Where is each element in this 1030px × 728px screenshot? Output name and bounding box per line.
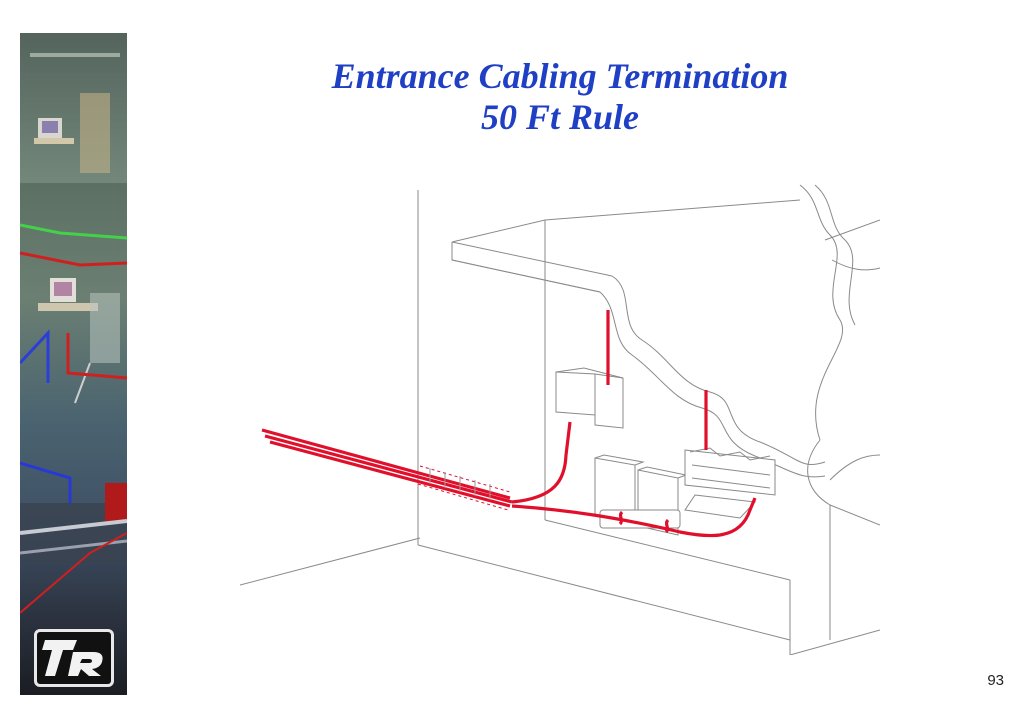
wall-cabinet-top (555, 367, 624, 379)
entrance-cabling-diagram (240, 184, 880, 655)
conduit-outline-bottom (417, 483, 509, 511)
company-logo (34, 629, 114, 687)
wall-cabinet-door (594, 373, 624, 429)
column-lower-base (789, 629, 880, 655)
patch-rack (684, 449, 776, 496)
rack-shelf (684, 494, 757, 519)
cutaway-edge-lower (599, 291, 826, 478)
protector-cabinet-1-top (594, 454, 645, 466)
column-base-front (807, 439, 880, 526)
entrance-cable-2 (264, 434, 513, 504)
slide-subtitle: 50 Ft Rule (480, 97, 640, 137)
cable-to-wall-cabinet (511, 421, 572, 504)
cable-slack-1 (618, 510, 624, 526)
ceiling-top (451, 199, 801, 243)
conduit-rings (429, 468, 491, 500)
column-left-edge (799, 184, 843, 441)
protector-cabinet-2-top (637, 466, 688, 479)
floor-edge-front (417, 544, 791, 641)
entrance-cable-1 (261, 428, 511, 500)
conduit-outline-top (419, 465, 511, 493)
cutaway-edge-upper (611, 275, 826, 466)
page-number: 93 (987, 672, 1004, 689)
column-inner-edge (814, 184, 856, 326)
patch-rack-rails (691, 464, 771, 489)
ceiling-front-top (451, 241, 613, 277)
entrance-cable-3 (269, 440, 511, 508)
back-floor-edge (544, 519, 791, 581)
company-logo-icon (42, 640, 103, 676)
sidebar-photo (20, 33, 127, 695)
office-building-photo-icon (20, 33, 127, 614)
column-top (824, 219, 880, 271)
ceiling-front (451, 242, 601, 293)
column-base-top (829, 454, 880, 481)
cable-to-patch-rack (511, 497, 757, 538)
cable-slack-2 (664, 518, 670, 534)
ceiling-underside (451, 259, 601, 293)
slide-title: Entrance Cabling Termination (331, 56, 789, 96)
floor-edge-left (240, 537, 421, 586)
wall-cabinet-front (555, 371, 596, 416)
